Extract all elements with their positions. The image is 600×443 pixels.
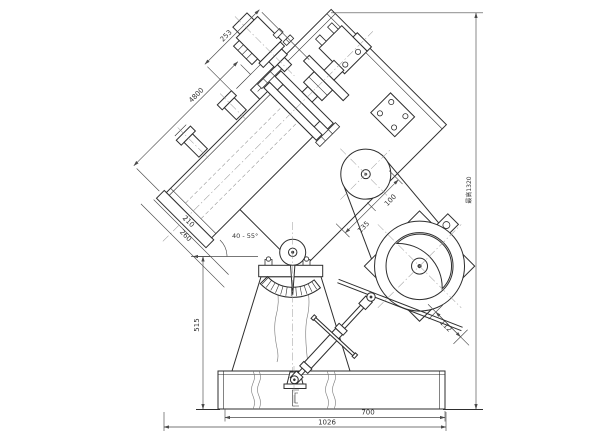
dim-label-1026: 1026 [318, 419, 336, 427]
brace-bar [337, 278, 463, 332]
crescent [395, 233, 452, 290]
scale-arc [259, 275, 322, 298]
dim-label-253: 253 [219, 28, 234, 43]
turnbuckle-rod [289, 292, 376, 385]
axis-centerline [162, 31, 374, 242]
dim-label-1320: 最高1320 [465, 176, 473, 203]
dim-label-4800: 4800 [187, 86, 205, 104]
dim-label-700: 700 [361, 409, 374, 417]
dim-label-angle: 40 - 55° [232, 232, 258, 240]
bearing-block-b [370, 92, 416, 138]
drive-pulley [374, 220, 466, 312]
dim-700: 700 [224, 409, 446, 422]
handle-bar [310, 314, 359, 360]
pedestal [231, 222, 351, 373]
dim-1026: 1026 [163, 412, 447, 431]
dim-label-100: 100 [383, 193, 398, 208]
dim-label-515: 515 [193, 318, 201, 331]
dim-label-135: 135 [356, 220, 371, 235]
base-plate [196, 370, 483, 410]
dim-angle: 40 - 55° [192, 232, 258, 259]
dim-112: 112 [427, 304, 470, 346]
dim-1320: 最高1320 [331, 12, 483, 410]
